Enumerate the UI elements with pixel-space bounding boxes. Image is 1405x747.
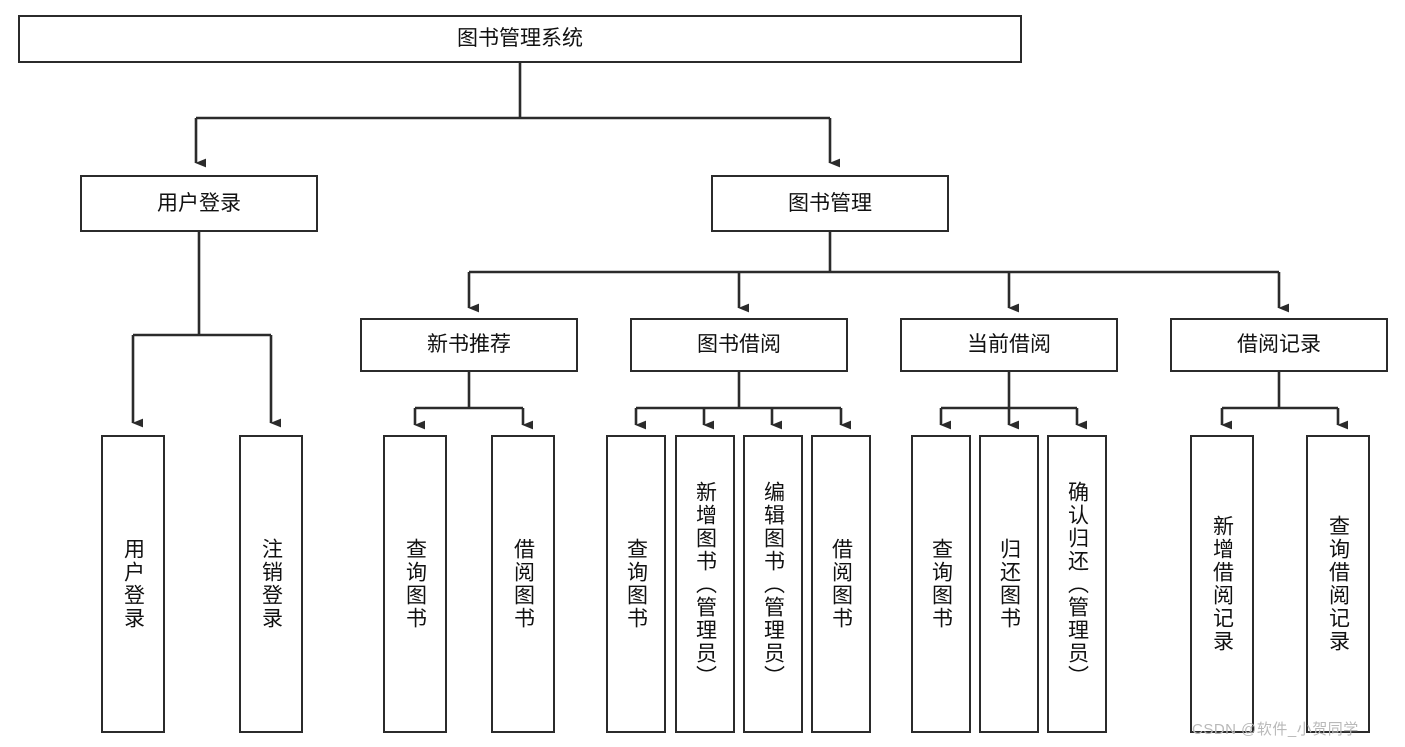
watermark-text: CSDN @软件_小贺同学 <box>1192 721 1359 738</box>
leaf-query-book-2[interactable]: 查询图书 <box>606 435 666 733</box>
leaf-confirm-return-label: 确认归还（管理员） <box>1065 480 1089 688</box>
leaf-query-record[interactable]: 查询借阅记录 <box>1306 435 1370 733</box>
leaf-confirm-return[interactable]: 确认归还（管理员） <box>1047 435 1107 733</box>
leaf-add-book[interactable]: 新增图书（管理员） <box>675 435 735 733</box>
leaf-add-book-label: 新增图书（管理员） <box>693 480 717 688</box>
node-book-manage-label: 图书管理 <box>788 191 872 215</box>
node-new-book-recommend-label: 新书推荐 <box>427 333 511 357</box>
node-user-login-label: 用户登录 <box>157 191 241 215</box>
leaf-edit-book-label: 编辑图书（管理员） <box>761 480 785 688</box>
leaf-query-book-3-label: 查询图书 <box>929 538 953 630</box>
node-user-login[interactable]: 用户登录 <box>80 175 318 232</box>
node-borrow-record[interactable]: 借阅记录 <box>1170 318 1388 372</box>
leaf-return-book[interactable]: 归还图书 <box>979 435 1039 733</box>
leaf-return-book-label: 归还图书 <box>997 538 1021 630</box>
leaf-query-book-1[interactable]: 查询图书 <box>383 435 447 733</box>
node-current-borrow[interactable]: 当前借阅 <box>900 318 1118 372</box>
leaf-user-login[interactable]: 用户登录 <box>101 435 165 733</box>
leaf-query-book-2-label: 查询图书 <box>624 538 648 630</box>
leaf-add-record[interactable]: 新增借阅记录 <box>1190 435 1254 733</box>
node-borrow-record-label: 借阅记录 <box>1237 333 1321 357</box>
leaf-edit-book[interactable]: 编辑图书（管理员） <box>743 435 803 733</box>
node-new-book-recommend[interactable]: 新书推荐 <box>360 318 578 372</box>
node-current-borrow-label: 当前借阅 <box>967 333 1051 357</box>
leaf-user-login-label: 用户登录 <box>121 538 145 630</box>
node-root[interactable]: 图书管理系统 <box>18 15 1022 63</box>
leaf-borrow-book-2-label: 借阅图书 <box>829 538 853 630</box>
node-book-borrow[interactable]: 图书借阅 <box>630 318 848 372</box>
leaf-query-record-label: 查询借阅记录 <box>1326 515 1350 653</box>
leaf-borrow-book-1-label: 借阅图书 <box>511 538 535 630</box>
leaf-add-record-label: 新增借阅记录 <box>1210 515 1234 653</box>
node-book-borrow-label: 图书借阅 <box>697 333 781 357</box>
leaf-logout[interactable]: 注销登录 <box>239 435 303 733</box>
leaf-borrow-book-1[interactable]: 借阅图书 <box>491 435 555 733</box>
leaf-borrow-book-2[interactable]: 借阅图书 <box>811 435 871 733</box>
leaf-query-book-1-label: 查询图书 <box>403 538 427 630</box>
node-root-label: 图书管理系统 <box>457 27 583 51</box>
node-book-manage[interactable]: 图书管理 <box>711 175 949 232</box>
leaf-query-book-3[interactable]: 查询图书 <box>911 435 971 733</box>
leaf-logout-label: 注销登录 <box>259 538 283 630</box>
